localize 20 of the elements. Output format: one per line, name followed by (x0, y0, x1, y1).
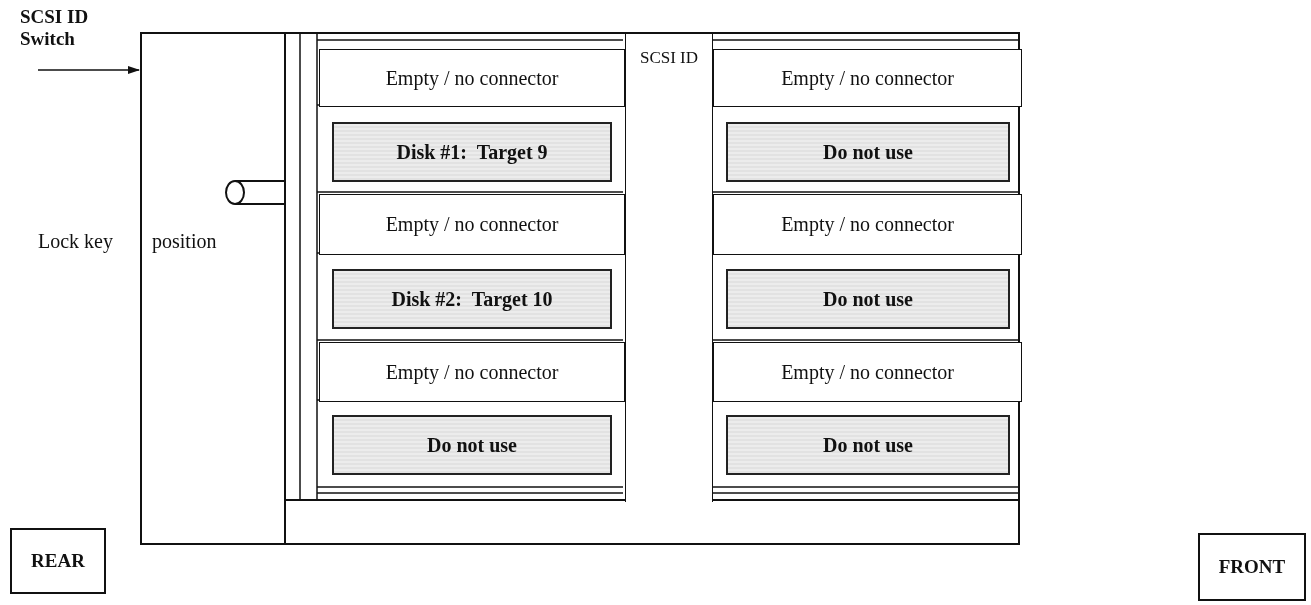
disk-tray: Disk #2: Target 10 (332, 269, 612, 329)
disk-tray: Do not use (332, 415, 612, 475)
empty-slot: Empty / no connector (319, 194, 625, 255)
disk-tray: Do not use (726, 415, 1010, 475)
scsi-id-band: SCSI ID (625, 34, 713, 502)
side-label-box: FRONT (1198, 533, 1306, 601)
disk-tray: Disk #1: Target 9 (332, 122, 612, 182)
side-label-box: REAR (10, 528, 106, 594)
switch-label: SCSI ID Switch (20, 6, 100, 70)
disk-tray: Do not use (726, 122, 1010, 182)
empty-slot: Empty / no connector (319, 49, 625, 107)
empty-slot: Empty / no connector (713, 342, 1022, 402)
arrow (37, 66, 140, 74)
empty-slot: Empty / no connector (713, 194, 1022, 255)
part-label: Lock key (38, 230, 113, 253)
empty-slot: Empty / no connector (319, 342, 625, 402)
empty-slot: Empty / no connector (713, 49, 1022, 107)
part-label: position (152, 230, 217, 253)
disk-tray: Do not use (726, 269, 1010, 329)
enclosure-frame (140, 32, 1020, 545)
